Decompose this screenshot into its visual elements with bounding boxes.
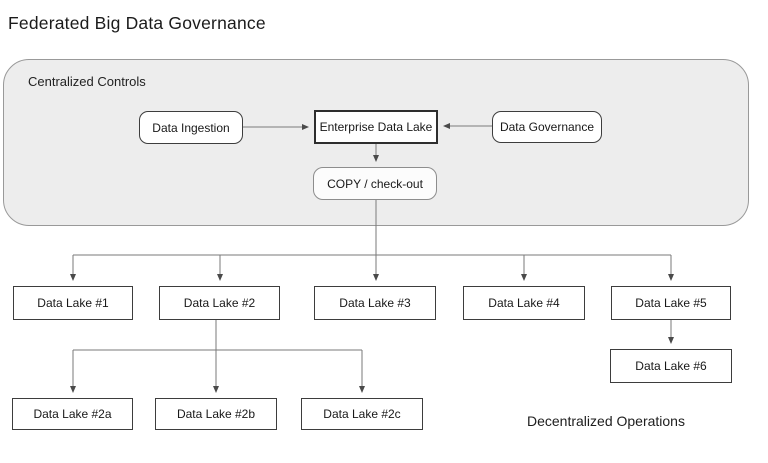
node-data-lake-1: Data Lake #1	[13, 286, 133, 320]
node-data-lake-4: Data Lake #4	[463, 286, 585, 320]
node-label: Data Lake #2c	[323, 407, 401, 421]
node-data-ingestion: Data Ingestion	[139, 111, 243, 144]
node-label: Data Lake #2b	[176, 407, 256, 421]
node-label: Data Lake #1	[37, 296, 109, 310]
node-data-lake-6: Data Lake #6	[610, 349, 732, 383]
node-data-lake-5: Data Lake #5	[611, 286, 731, 320]
node-data-lake-2b: Data Lake #2b	[155, 398, 277, 430]
centralized-controls-label: Centralized Controls	[28, 74, 146, 89]
node-data-lake-2a: Data Lake #2a	[12, 398, 133, 430]
node-label: Enterprise Data Lake	[319, 120, 433, 134]
node-label: Data Lake #2	[183, 296, 256, 310]
page-title: Federated Big Data Governance	[8, 13, 266, 33]
node-label: Data Ingestion	[152, 120, 230, 135]
node-copy-checkout: COPY / check-out	[313, 167, 437, 200]
node-label: Data Lake #6	[635, 359, 707, 373]
node-label: COPY / check-out	[327, 176, 423, 191]
node-enterprise-data-lake: Enterprise Data Lake	[314, 110, 438, 144]
node-label: Data Lake #3	[339, 296, 411, 310]
node-label: Data Governance	[499, 120, 595, 134]
node-data-lake-2: Data Lake #2	[159, 286, 280, 320]
decentralized-operations-label: Decentralized Operations	[527, 413, 685, 429]
node-data-lake-2c: Data Lake #2c	[301, 398, 423, 430]
node-label: Data Lake #4	[488, 296, 560, 310]
node-data-governance: Data Governance	[492, 111, 602, 143]
node-label: Data Lake #5	[635, 296, 707, 310]
node-label: Data Lake #2a	[33, 407, 112, 421]
node-data-lake-3: Data Lake #3	[314, 286, 436, 320]
